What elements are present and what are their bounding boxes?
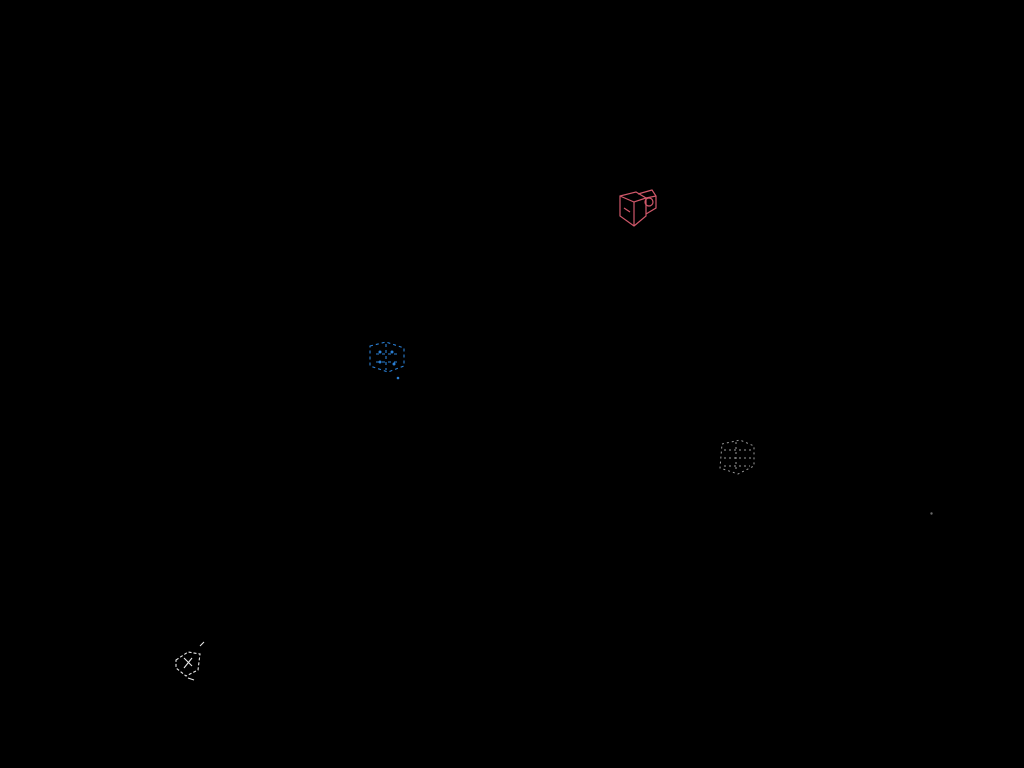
blue-wireframe-sparkle-icon [369,341,405,380]
blue-object-lines [369,341,405,373]
gray-wireframe-box-icon [719,439,755,475]
white-wireframe-shard-icon [175,641,205,681]
red-cube-lines [619,189,657,227]
speck-dot [930,512,933,515]
white-object-lines [175,641,205,681]
gray-object-lines [719,439,755,475]
blue-object-points [378,350,400,380]
red-wireframe-cube-icon [619,189,657,227]
distant-speck-dot-icon [930,512,933,515]
